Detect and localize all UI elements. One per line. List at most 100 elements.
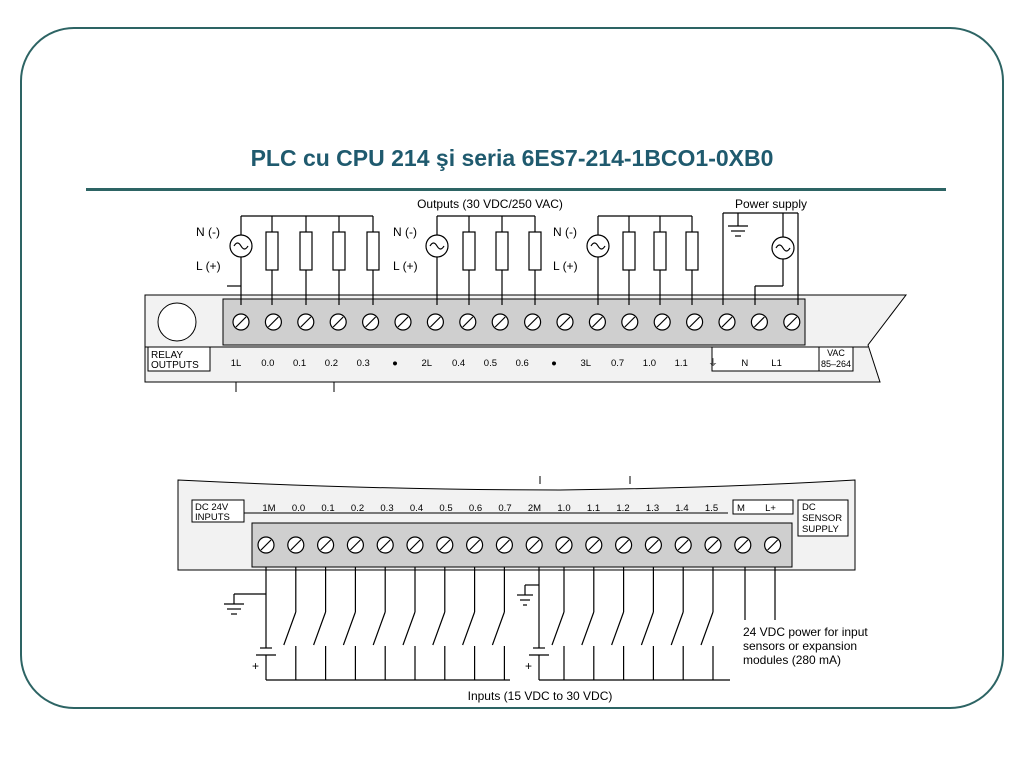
input-terminal-label: 0.4 xyxy=(410,503,423,514)
output-terminal-label: ● xyxy=(392,358,398,369)
n-label-2: N (-) xyxy=(393,225,417,239)
input-switch-contact xyxy=(700,567,714,680)
sensor-supply-box xyxy=(797,499,849,537)
output-terminal-label: 0.4 xyxy=(452,358,465,369)
title-underline xyxy=(86,188,946,191)
input-switch-contact xyxy=(551,567,565,680)
inputs-terminal-labels: 1M 0.0 0.1 0.2 0.3 0.4 0.5 0.6 0.7 2M 1.0 1.1 1.2 1.3… xyxy=(262,503,776,514)
inputs-label: INPUTS xyxy=(195,512,230,523)
output-terminal-label: 0.6 xyxy=(516,358,529,369)
dc-inputs-box xyxy=(191,499,245,523)
output-terminal-label: 0.0 xyxy=(261,358,274,369)
output-terminal-label: L1 xyxy=(771,358,782,369)
relay-label: RELAY xyxy=(151,350,183,361)
input-terminal-label: 0.0 xyxy=(292,503,305,514)
input-terminal-label: 1.2 xyxy=(616,503,629,514)
output-terminal-label: 0.5 xyxy=(484,358,497,369)
input-switch-contact xyxy=(670,567,684,680)
outputs-terminal-strip xyxy=(222,298,806,346)
battery-2-icon xyxy=(529,647,549,656)
dc24v-label: DC 24V xyxy=(195,502,229,513)
inputs-wiring xyxy=(224,567,776,681)
l-label-2: L (+) xyxy=(393,259,418,273)
sensor-note-line-1: 24 VDC power for input xyxy=(743,625,868,639)
outputs-wiring xyxy=(227,212,799,305)
output-terminal-label: ⏚ xyxy=(708,358,718,369)
input-switch-contact xyxy=(581,567,595,680)
input-terminal-label: L+ xyxy=(765,503,776,514)
input-terminal-label: 1M xyxy=(262,503,275,514)
input-terminal-label: 0.7 xyxy=(498,503,511,514)
sensor-label: SENSOR xyxy=(802,513,842,524)
n-label-3: N (-) xyxy=(553,225,577,239)
input-terminal-label: 1.3 xyxy=(646,503,659,514)
outputs-heading: Outputs (30 VDC/250 VAC) xyxy=(417,197,563,211)
battery-1-plus: + xyxy=(252,659,259,673)
input-switches xyxy=(283,567,714,680)
input-terminal-label: 0.6 xyxy=(469,503,482,514)
output-terminal-label: 0.7 xyxy=(611,358,624,369)
output-terminal-label: 0.3 xyxy=(357,358,370,369)
output-terminal-label: ● xyxy=(551,358,557,369)
input-switch-contact xyxy=(432,567,446,680)
input-terminal-label: 0.1 xyxy=(321,503,334,514)
input-terminal-label: 1.0 xyxy=(557,503,570,514)
load-resistor-group-3 xyxy=(622,216,699,305)
vac-label: VAC xyxy=(827,348,845,358)
input-switch-contact xyxy=(342,567,356,680)
input-switch-contact xyxy=(313,567,327,680)
sensor-terminal-box xyxy=(732,499,794,515)
relay-outputs-box xyxy=(147,346,211,372)
input-switch-contact xyxy=(640,567,654,680)
output-terminal-label: 1.1 xyxy=(675,358,688,369)
load-resistor-group-1 xyxy=(265,216,380,305)
output-terminal-label: 1L xyxy=(231,358,242,369)
input-switch-contact xyxy=(491,567,505,680)
power-supply-wiring xyxy=(722,212,799,305)
slide-title: PLC cu CPU 214 şi seria 6ES7-214-1BCO1-0… xyxy=(250,145,774,171)
output-terminal-label: 3L xyxy=(581,358,592,369)
battery-2-plus: + xyxy=(525,659,532,673)
output-terminal-label: 2L xyxy=(422,358,433,369)
n-label-1: N (-) xyxy=(196,225,220,239)
inputs-terminal-screws xyxy=(257,536,782,554)
supply-label: SUPPLY xyxy=(802,524,839,535)
dc-label: DC xyxy=(802,502,816,513)
input-switch-contact xyxy=(611,567,625,680)
input-switch-contact xyxy=(372,567,386,680)
input-terminal-label: 0.2 xyxy=(351,503,364,514)
inputs-footer: Inputs (15 VDC to 30 VDC) xyxy=(468,689,613,703)
input-terminal-label: 0.3 xyxy=(380,503,393,514)
power-terminal-box xyxy=(711,346,820,372)
input-switch-contact xyxy=(402,567,416,680)
outputs-terminal-labels: 1L 0.0 0.1 0.2 0.3 ● 2L 0.4 0.5 0.6 ● 3L 0.7 1.0 1.1 ⏚ N… xyxy=(231,358,782,369)
input-terminal-label: M xyxy=(737,503,745,514)
load-resistor-group-2 xyxy=(462,216,542,305)
input-switch-contact xyxy=(283,567,297,680)
inputs-module xyxy=(177,476,856,571)
input-switch-contact xyxy=(462,567,476,680)
l-label-1: L (+) xyxy=(196,259,221,273)
input-terminal-label: 1.5 xyxy=(705,503,718,514)
outputs-led-window xyxy=(157,302,197,342)
inputs-terminal-strip xyxy=(251,522,793,568)
outputs-label: OUTPUTS xyxy=(151,360,199,371)
output-terminal-label: N xyxy=(741,358,748,369)
input-terminal-label: 1.1 xyxy=(587,503,600,514)
input-terminal-label: 1.4 xyxy=(675,503,688,514)
battery-1-icon xyxy=(256,647,276,656)
slide-frame xyxy=(20,27,1004,709)
output-terminal-label: 0.1 xyxy=(293,358,306,369)
input-terminal-label: 2M xyxy=(528,503,541,514)
sensor-note-line-2: sensors or expansion xyxy=(743,639,857,653)
sensor-note-line-3: modules (280 mA) xyxy=(743,653,841,667)
power-supply-label: Power supply xyxy=(735,197,807,211)
l-label-3: L (+) xyxy=(553,259,578,273)
vac-range-label: 85–264 xyxy=(821,359,851,369)
output-terminal-label: 0.2 xyxy=(325,358,338,369)
input-terminal-label: 0.5 xyxy=(439,503,452,514)
outputs-terminal-screws xyxy=(232,313,801,331)
vac-box xyxy=(818,346,854,372)
output-terminal-label: 1.0 xyxy=(643,358,656,369)
